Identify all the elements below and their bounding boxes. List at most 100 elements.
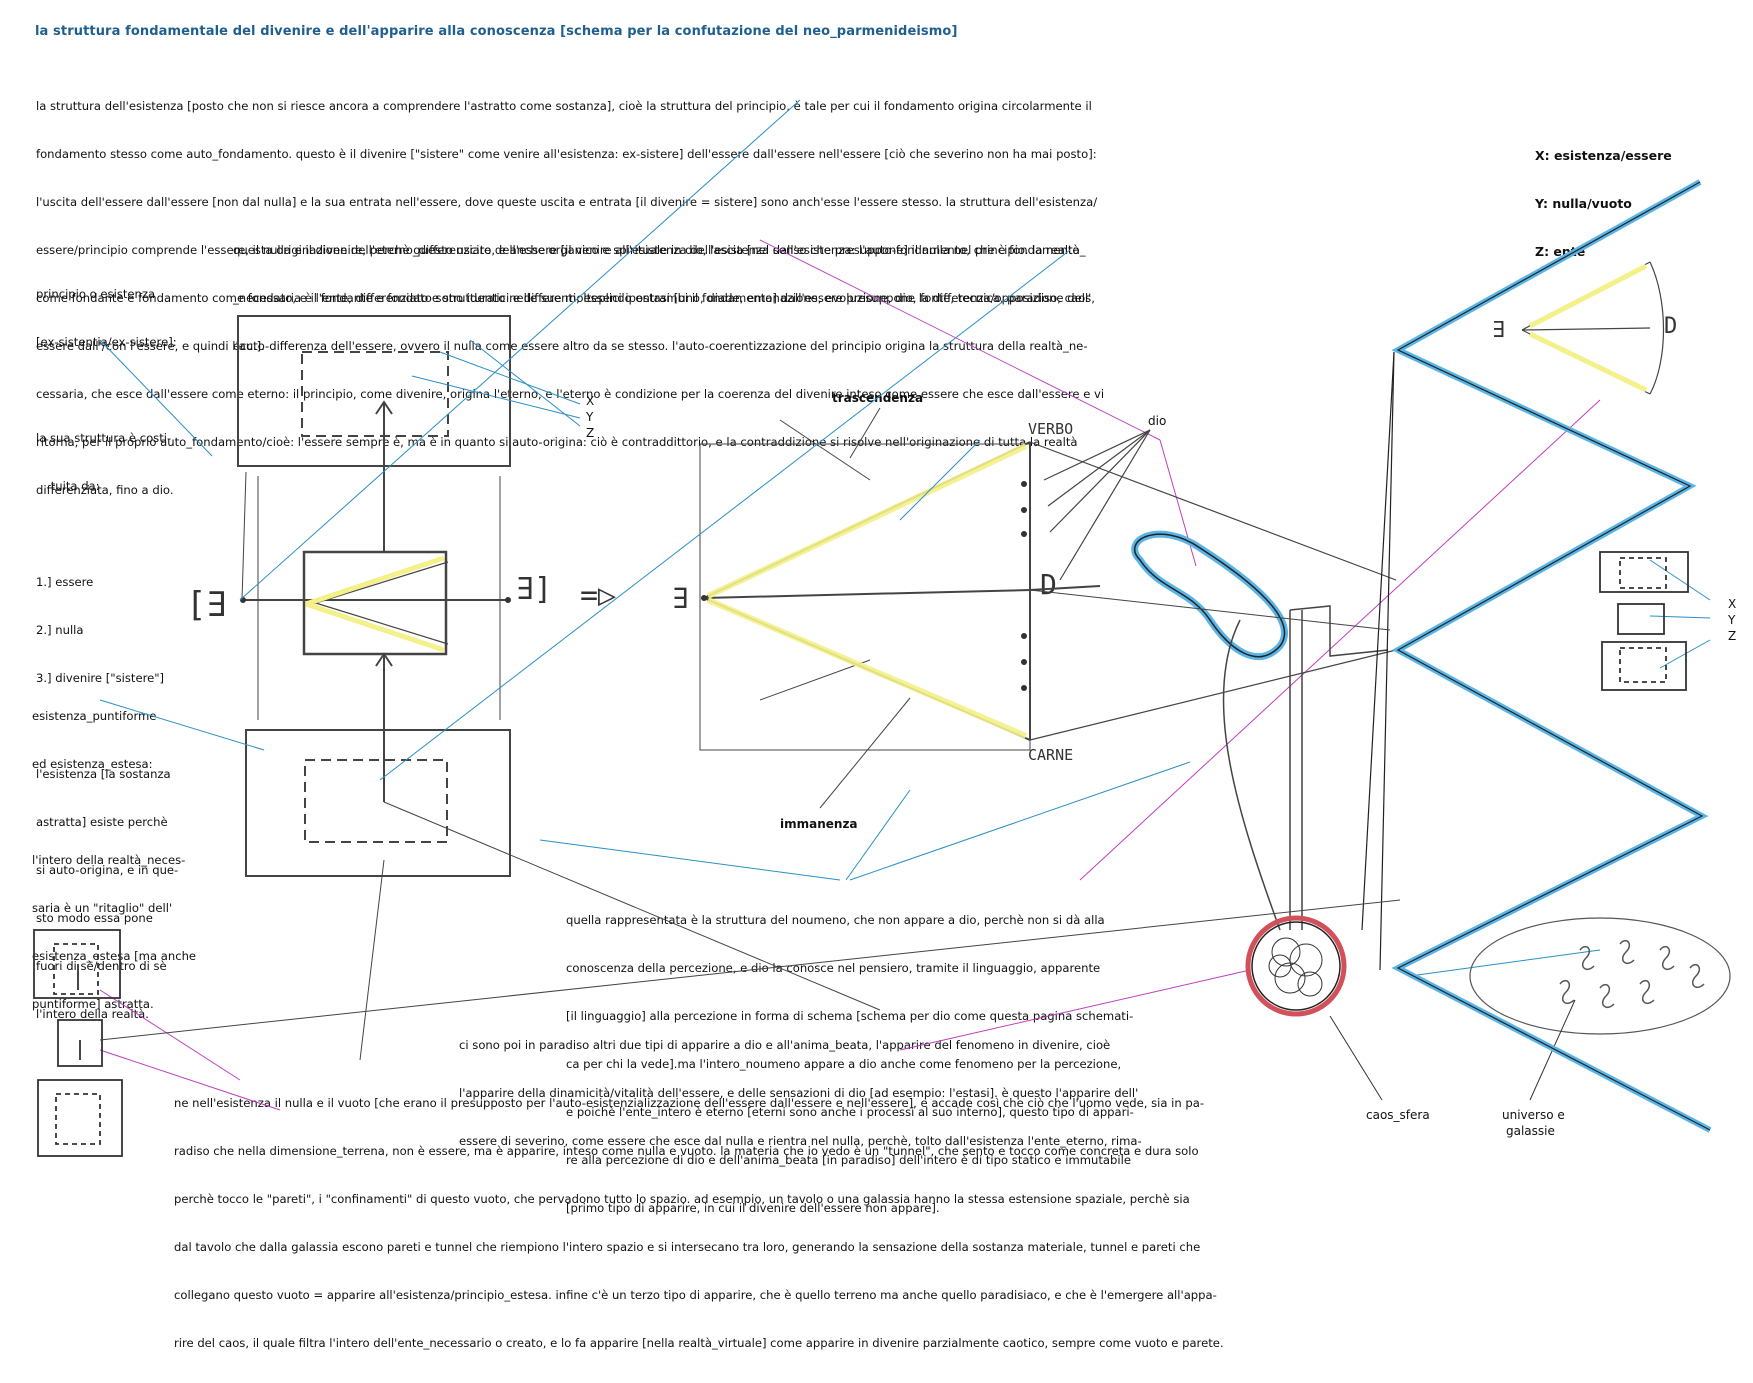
pointer (1029, 589, 1391, 631)
scribble (1289, 943, 1323, 977)
magenta-line (899, 969, 1251, 1051)
magenta-line (99, 1049, 281, 1111)
small-wedge (1521, 261, 1665, 395)
teal-line (539, 839, 841, 881)
dot (1021, 531, 1027, 537)
teal-line (899, 439, 981, 521)
left-line: l'esistenza [la sostanza (36, 767, 171, 781)
zigzag-outline-line (1396, 181, 1711, 1131)
second-line: _necessaria è l'ente, differenziato e st… (233, 291, 1095, 305)
bl-box-top (33, 929, 121, 999)
dot (1021, 481, 1027, 487)
verbo-label: VERBO (1028, 420, 1074, 438)
scribble (1271, 937, 1301, 967)
teal-line (1659, 639, 1711, 669)
second-line: questa originazione dell'eterno_differen… (233, 243, 1086, 257)
teal-line (99, 339, 213, 457)
intro-line: differenziata, fino a dio. (36, 483, 174, 497)
scribble (1274, 962, 1306, 994)
link-line (1029, 649, 1397, 741)
pointer (359, 859, 385, 1061)
left-lower-line: l'intero della realtà_neces- (32, 853, 186, 867)
intro-line: essere dall'/con l'essere, e quindi l'au… (36, 339, 1088, 353)
lower-box-outer (245, 729, 511, 877)
exists-right-symbol: ∃] (516, 572, 553, 607)
left-lower-line: esistenza_puntiforme (32, 709, 157, 723)
noumeno-line: quella rappresentata è la struttura del … (566, 913, 1105, 927)
diagram-drawing (33, 99, 1731, 1157)
galaxy (1639, 980, 1655, 1004)
left-line: [ex-sistentia/ex-sistere]: (36, 335, 177, 349)
intro-line: l'uscita dell'essere dall'essere [non da… (36, 195, 1098, 209)
up-arrow-head (375, 400, 393, 415)
diag-arrow-2 (759, 659, 871, 701)
mini-box-bottom (1601, 641, 1687, 691)
zigzag-outline (1361, 181, 1711, 1131)
left-lower-line: saria è un "ritaglio" dell' (32, 901, 173, 915)
bottom-line: perchè tocco le "pareti", i "confinament… (174, 1192, 1190, 1206)
dot (505, 597, 511, 603)
small-wedge-middle (1521, 327, 1651, 331)
z-label-left: Z (586, 426, 595, 440)
left-line: la sua struttura è costi- (36, 431, 172, 445)
exists-mid-symbol: ∃ (672, 582, 689, 615)
immanenza-pointer (819, 697, 911, 809)
dot (701, 595, 707, 601)
galaxy (1689, 964, 1705, 988)
magenta-line (1079, 399, 1601, 881)
second-line: ecc.]. (233, 339, 265, 353)
left-line: fuori di sè/dentro di sè (36, 959, 167, 973)
left-line: astratta] esiste perchè (36, 815, 168, 829)
dot (1021, 507, 1027, 513)
chain-to-caos (1222, 605, 1389, 931)
zigzag-spine (1379, 351, 1395, 971)
left-line: principio o esistenza (36, 287, 156, 301)
teal-line (411, 375, 581, 419)
center-box (302, 550, 448, 656)
down-arrow-head (375, 652, 393, 667)
teal-line (845, 789, 911, 881)
bottom-line: rire del caos, il quale filtra l'intero … (174, 1336, 1224, 1350)
xyz-legend: X: esistenza/essere Y: nulla/vuoto Z: en… (1535, 116, 1672, 292)
apparire-line: ci sono poi in paradiso altri due tipi d… (459, 1038, 1111, 1052)
noumeno-paragraph: quella rappresentata è la struttura del … (566, 880, 1134, 1248)
implies-arrow: =▷ (580, 578, 617, 613)
teal-line (1649, 615, 1711, 619)
noumeno-line: re alla percezione di dio e dell'anima_b… (566, 1153, 1131, 1167)
dot (1021, 633, 1027, 639)
legend-line: X: esistenza/essere (1535, 148, 1672, 163)
diagram-page: la struttura fondamentale del divenire e… (32, 24, 1737, 1350)
caos-pointer (1329, 1015, 1383, 1101)
magenta-line (759, 239, 1161, 441)
long-pointers (99, 589, 1401, 1061)
caos-scribble (1268, 937, 1323, 997)
right-mini-boxes (1599, 551, 1689, 691)
d-small-symbol: D (1664, 314, 1678, 339)
legend-line: Y: nulla/vuoto (1535, 196, 1632, 211)
left-diag (241, 471, 247, 601)
bottom-line: ne nell'esistenza il nulla e il vuoto [c… (174, 1096, 1205, 1110)
small-wedge-arc (1649, 261, 1665, 395)
caos-sfera-outline (1251, 921, 1341, 1011)
galaxy (1619, 940, 1635, 964)
caos-sfera-label: caos_sfera (1366, 1108, 1430, 1122)
bl-box-bottom-inner (55, 1093, 101, 1145)
left-line: 1.] essere (36, 575, 94, 589)
trascendenza-pointer (849, 407, 881, 459)
lower-box-inner (304, 759, 448, 843)
universo-label: universo e (1502, 1108, 1565, 1122)
galassie-label: galassie (1506, 1124, 1555, 1138)
z-label-right: Z (1728, 629, 1737, 643)
teal-line (379, 249, 1071, 781)
scribble (1268, 954, 1292, 978)
dio-pointer (1059, 429, 1151, 581)
noumeno-line: ca per chi la vede].ma l'intero_noumeno … (566, 1057, 1122, 1071)
bottom-left-mini-boxes (33, 929, 123, 1157)
galaxy (1579, 946, 1595, 970)
yellow-wedge-left (305, 555, 445, 653)
upper-box-outer (237, 315, 511, 467)
curve-path (1222, 619, 1281, 931)
left-line: tuita da: (36, 479, 100, 493)
d-dots (240, 481, 1027, 691)
carne-label: CARNE (1028, 746, 1074, 764)
